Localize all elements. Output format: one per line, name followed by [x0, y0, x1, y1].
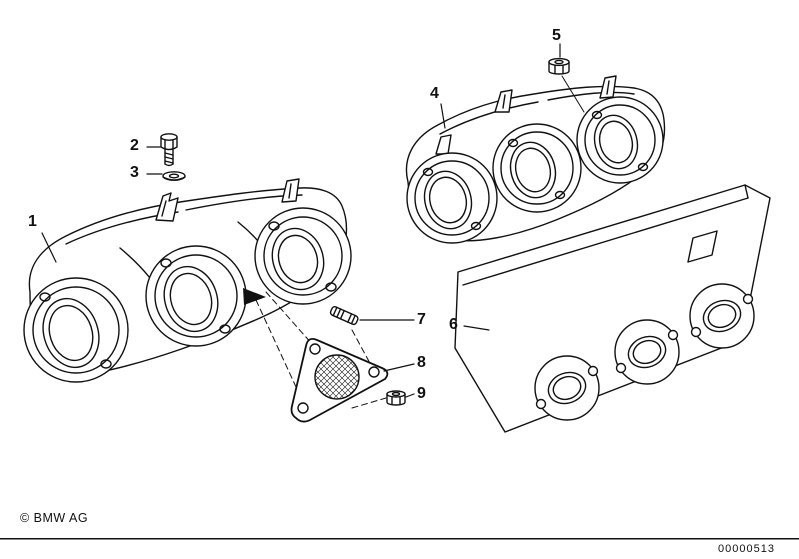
assembly-arrow: [243, 288, 266, 305]
callout-leader-lines: [41, 43, 561, 398]
right-manifold-flanges: [406, 96, 664, 244]
callout-3: 3: [130, 164, 139, 181]
callout-9: 9: [417, 385, 426, 402]
footer-rule: [0, 538, 799, 539]
copyright-notice: © BMW AG: [20, 511, 89, 525]
callout-4: 4: [430, 85, 439, 102]
document-number: 00000513: [718, 543, 775, 555]
stud-part: [329, 305, 359, 326]
triangular-gasket: [255, 291, 389, 423]
callout-8: 8: [417, 354, 426, 371]
callout-6: 6: [449, 316, 458, 333]
callout-5: 5: [552, 27, 561, 44]
callout-2: 2: [130, 137, 139, 154]
callout-1: 1: [28, 213, 37, 230]
gasket-plate: [454, 184, 771, 433]
callout-7: 7: [417, 311, 426, 328]
washer-part: [162, 171, 186, 181]
hex-bolt-part: [160, 133, 178, 167]
left-manifold-flanges: [23, 207, 352, 383]
hex-nut-bottom-part: [386, 390, 406, 406]
hex-nut-top-part: [548, 57, 585, 113]
